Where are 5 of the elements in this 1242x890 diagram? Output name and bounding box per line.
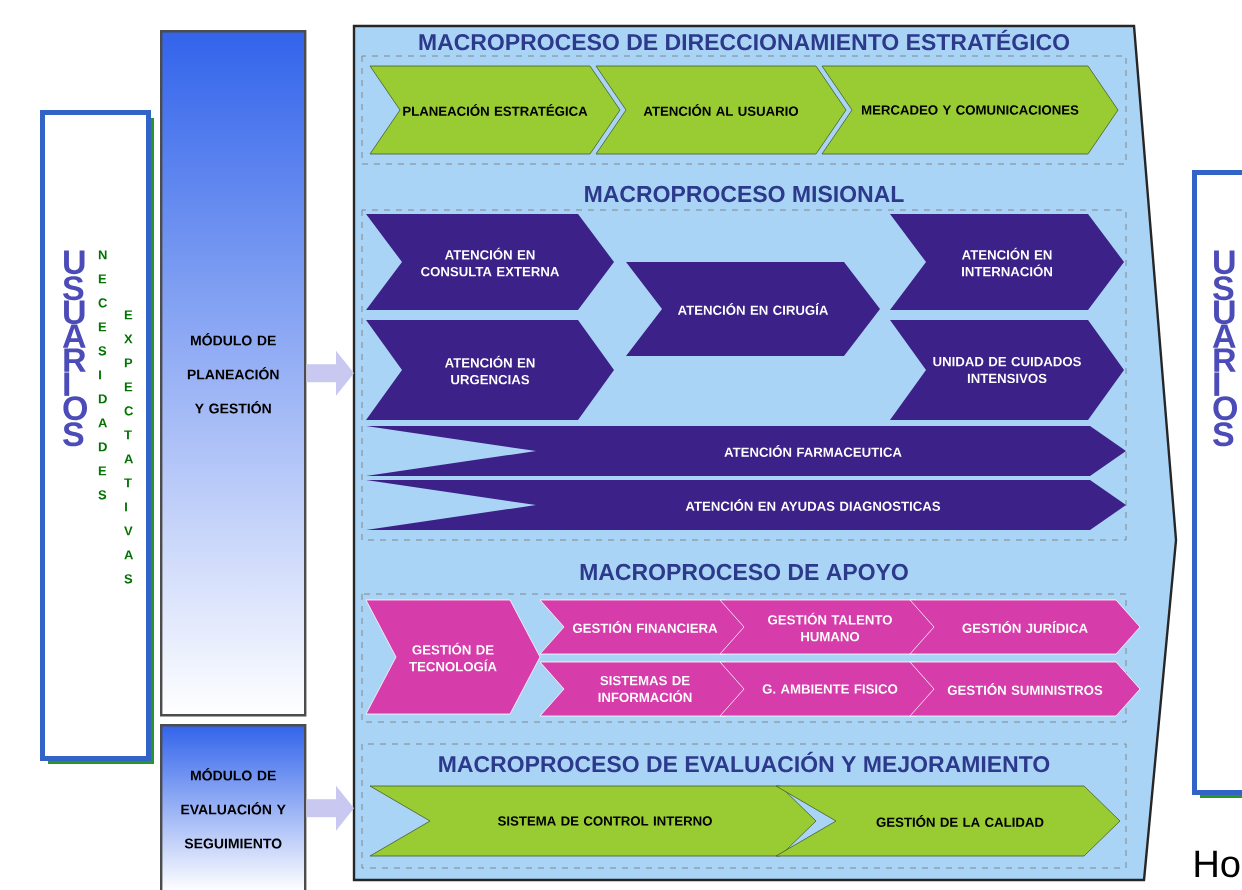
user-box: USUARIOS bbox=[1192, 170, 1242, 798]
node-label: MACROPROCESO DE DIRECCIONAMIENTO ESTRATÉGICO bbox=[419, 29, 1070, 51]
node-label: MACROPROCESO MISIONAL bbox=[585, 185, 904, 203]
node-label: MACROPROCESO DE APOYO bbox=[580, 563, 908, 581]
cut-off-text: Ho bbox=[1195, 850, 1240, 878]
